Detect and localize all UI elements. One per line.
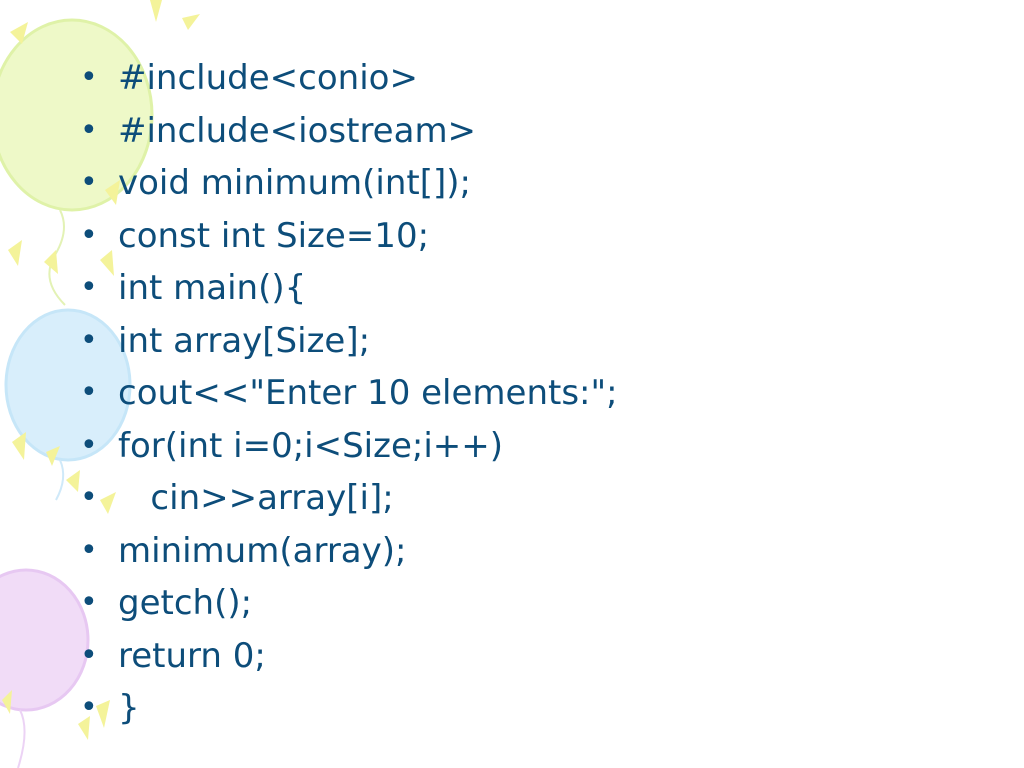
code-line: const int Size=10; xyxy=(118,215,430,256)
code-line: minimum(array); xyxy=(118,530,407,571)
code-line: getch(); xyxy=(118,583,253,623)
bullet-icon: • xyxy=(80,322,98,358)
code-line: cout<<"Enter 10 elements:"; xyxy=(118,373,618,413)
bullet-icon: • xyxy=(80,217,98,253)
list-item: • cin>>array[i]; xyxy=(80,472,618,525)
list-item: • #include<iostream> xyxy=(80,105,618,158)
list-item: • minimum(array); xyxy=(80,525,618,578)
bullet-icon: • xyxy=(80,585,98,620)
bullet-icon: • xyxy=(80,270,98,305)
code-line: cin>>array[i]; xyxy=(118,478,394,518)
code-line: int main(){ xyxy=(118,268,307,308)
list-item: • return 0; xyxy=(80,630,618,683)
list-item: • getch(); xyxy=(80,577,618,630)
purple-balloon-icon xyxy=(0,568,90,768)
code-line: int array[Size]; xyxy=(118,320,371,361)
code-line: #include<conio> xyxy=(118,58,418,98)
list-item: •} xyxy=(80,682,618,735)
code-line: #include<iostream> xyxy=(118,110,477,151)
bullet-icon: • xyxy=(80,480,98,515)
list-item: • #include<conio> xyxy=(80,52,618,105)
confetti-icon xyxy=(2,0,200,740)
bullet-icon: • xyxy=(80,165,98,200)
bullet-icon: • xyxy=(80,690,98,725)
list-item: • int main(){ xyxy=(80,262,618,315)
list-item: • int array[Size]; xyxy=(80,315,618,368)
code-line: } xyxy=(118,688,140,728)
code-line: for(int i=0;i<Size;i++) xyxy=(118,425,504,466)
bullet-icon: • xyxy=(80,112,98,148)
list-item: • const int Size=10; xyxy=(80,210,618,263)
bullet-icon: • xyxy=(80,532,98,568)
list-item: • cout<<"Enter 10 elements:"; xyxy=(80,367,618,420)
bullet-icon: • xyxy=(80,637,98,673)
list-item: • void minimum(int[]); xyxy=(80,157,618,210)
code-bullet-list: • #include<conio> • #include<iostream> • vo… xyxy=(80,52,618,735)
bullet-icon: • xyxy=(80,427,98,463)
bullet-icon: • xyxy=(80,60,98,95)
code-line: return 0; xyxy=(118,635,266,676)
list-item: • for(int i=0;i<Size;i++) xyxy=(80,420,618,473)
code-line: void minimum(int[]); xyxy=(118,163,471,203)
bullet-icon: • xyxy=(80,375,98,410)
blue-balloon-icon xyxy=(4,308,132,501)
